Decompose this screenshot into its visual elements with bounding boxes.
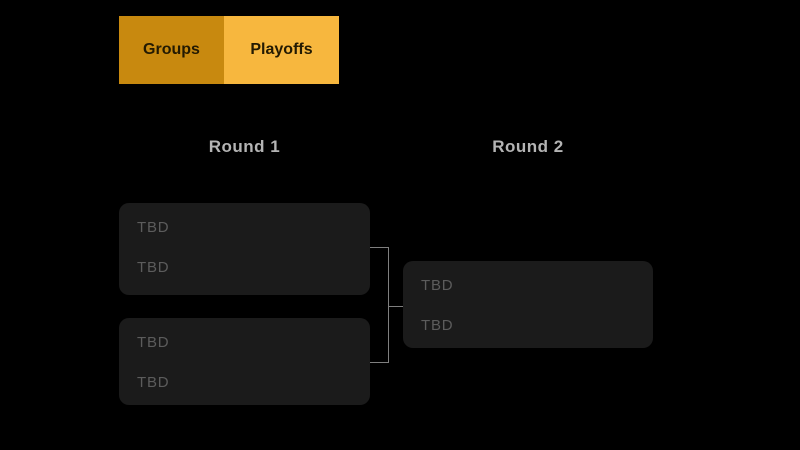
match-slot-team: TBD — [421, 277, 454, 294]
round-2-title: Round 2 — [492, 137, 564, 156]
match-card-round1-match2[interactable]: TBD TBD — [119, 318, 370, 405]
match-card-round1-match1[interactable]: TBD TBD — [119, 203, 370, 295]
bracket-connector — [389, 306, 403, 307]
tab-groups[interactable]: Groups — [119, 16, 224, 84]
round-1-title: Round 1 — [208, 137, 281, 156]
match-slot-team: TBD — [421, 317, 454, 334]
tab-playoffs[interactable]: Playoffs — [224, 16, 339, 84]
match-card-round2-match1[interactable]: TBD TBD — [403, 261, 653, 348]
bracket-connector — [370, 247, 388, 248]
bracket-connector — [370, 362, 388, 363]
bracket-connector — [388, 247, 389, 363]
match-slot-team: TBD — [137, 334, 170, 351]
match-slot-team: TBD — [137, 219, 170, 236]
match-slot-team: TBD — [137, 259, 170, 276]
match-slot-team: TBD — [137, 374, 170, 391]
view-tabs: Groups Playoffs — [119, 16, 339, 84]
